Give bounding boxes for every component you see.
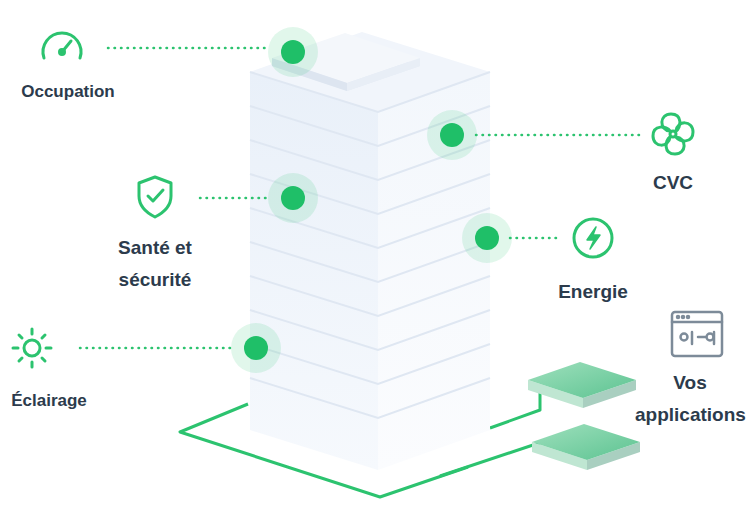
- energy-icon: [574, 219, 612, 257]
- floor-line: [250, 310, 490, 350]
- tower-left-face: [250, 72, 378, 470]
- leader-line: [200, 197, 270, 200]
- leader-line: [510, 237, 560, 240]
- floor-line: [250, 242, 490, 282]
- floor-line: [250, 344, 490, 384]
- feature-label: Vos applications: [635, 367, 745, 431]
- feature-label: Occupation: [3, 76, 133, 108]
- feature-label: Santé et sécurité: [95, 232, 215, 296]
- feature-label: Éclairage: [3, 385, 95, 417]
- leader-line: [108, 47, 270, 50]
- floor-lines: [250, 72, 490, 418]
- shield-icon: [139, 177, 171, 217]
- fan-icon: [653, 114, 693, 154]
- wire: [440, 440, 548, 476]
- sun-icon: [13, 329, 51, 367]
- wire: [490, 392, 540, 428]
- floor-line: [250, 72, 490, 112]
- sensor-dots: [231, 27, 512, 373]
- floor-line: [250, 378, 490, 418]
- feature-label: CVC: [633, 167, 713, 199]
- application-icon: [672, 312, 722, 356]
- gauge-icon: [43, 33, 81, 58]
- leader-lines: [80, 48, 640, 348]
- floor-line: [250, 276, 490, 316]
- tower-right-face: [378, 72, 490, 470]
- tower: [250, 32, 490, 470]
- server-tiles: [528, 362, 640, 470]
- feature-label: Energie: [543, 276, 643, 308]
- leader-line: [476, 134, 640, 137]
- leader-line: [80, 347, 232, 350]
